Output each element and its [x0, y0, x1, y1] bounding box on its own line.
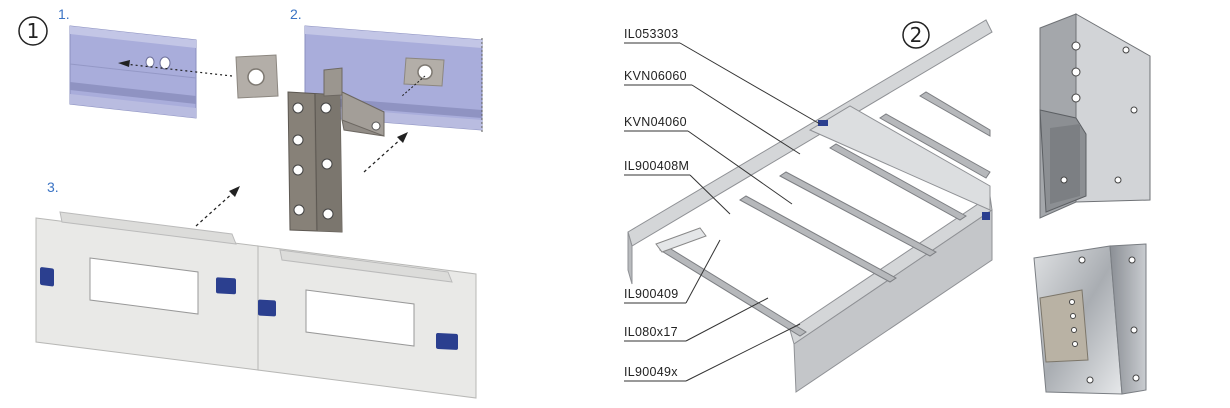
step-3-arrow [195, 186, 240, 227]
callout-KVN06060: KVN06060 [624, 69, 801, 155]
step-1-rail [69, 25, 197, 119]
cover-panel-left [35, 211, 259, 371]
callout-list: IL053303 KVN06060 KVN04060 IL900408M IL9 [624, 27, 821, 382]
step-1-arrow [118, 60, 233, 77]
step-label-1: 1. [58, 6, 70, 22]
step-label-2: 2. [290, 6, 302, 22]
step-label-3: 3. [47, 179, 59, 195]
panel-1-badge-text: 1 [27, 19, 40, 43]
svg-text:KVN06060: KVN06060 [624, 69, 687, 83]
callout-IL080x17: IL080x17 [624, 297, 769, 342]
angle-bracket-photo [1033, 243, 1147, 395]
svg-text:IL053303: IL053303 [624, 27, 679, 41]
washer-plate [235, 54, 279, 99]
svg-text:KVN04060: KVN04060 [624, 115, 687, 129]
cover-panel-right [257, 245, 477, 399]
panel-1: 1 1. 2. 3. [18, 6, 483, 399]
angle-bracket-render [1039, 13, 1151, 219]
svg-text:IL90049x: IL90049x [624, 365, 678, 379]
cable-ladder [627, 19, 993, 393]
l-bracket [287, 67, 385, 233]
callout-IL90049x: IL90049x [624, 323, 801, 382]
svg-text:IL900409: IL900409 [624, 287, 679, 301]
callout-KVN04060: KVN04060 [624, 115, 793, 205]
callout-IL900408M: IL900408M [624, 159, 731, 215]
callout-IL053303: IL053303 [624, 27, 821, 125]
callout-IL900409: IL900409 [624, 239, 721, 304]
panel-2-badge: 2 [902, 21, 930, 49]
svg-text:IL080x17: IL080x17 [624, 325, 678, 339]
panel-1-badge: 1 [18, 16, 48, 46]
panel-2: 2 IL053303 [624, 13, 1151, 395]
panel-2-badge-text: 2 [910, 23, 923, 47]
step-2-arrow [363, 132, 408, 173]
svg-text:IL900408M: IL900408M [624, 159, 689, 173]
